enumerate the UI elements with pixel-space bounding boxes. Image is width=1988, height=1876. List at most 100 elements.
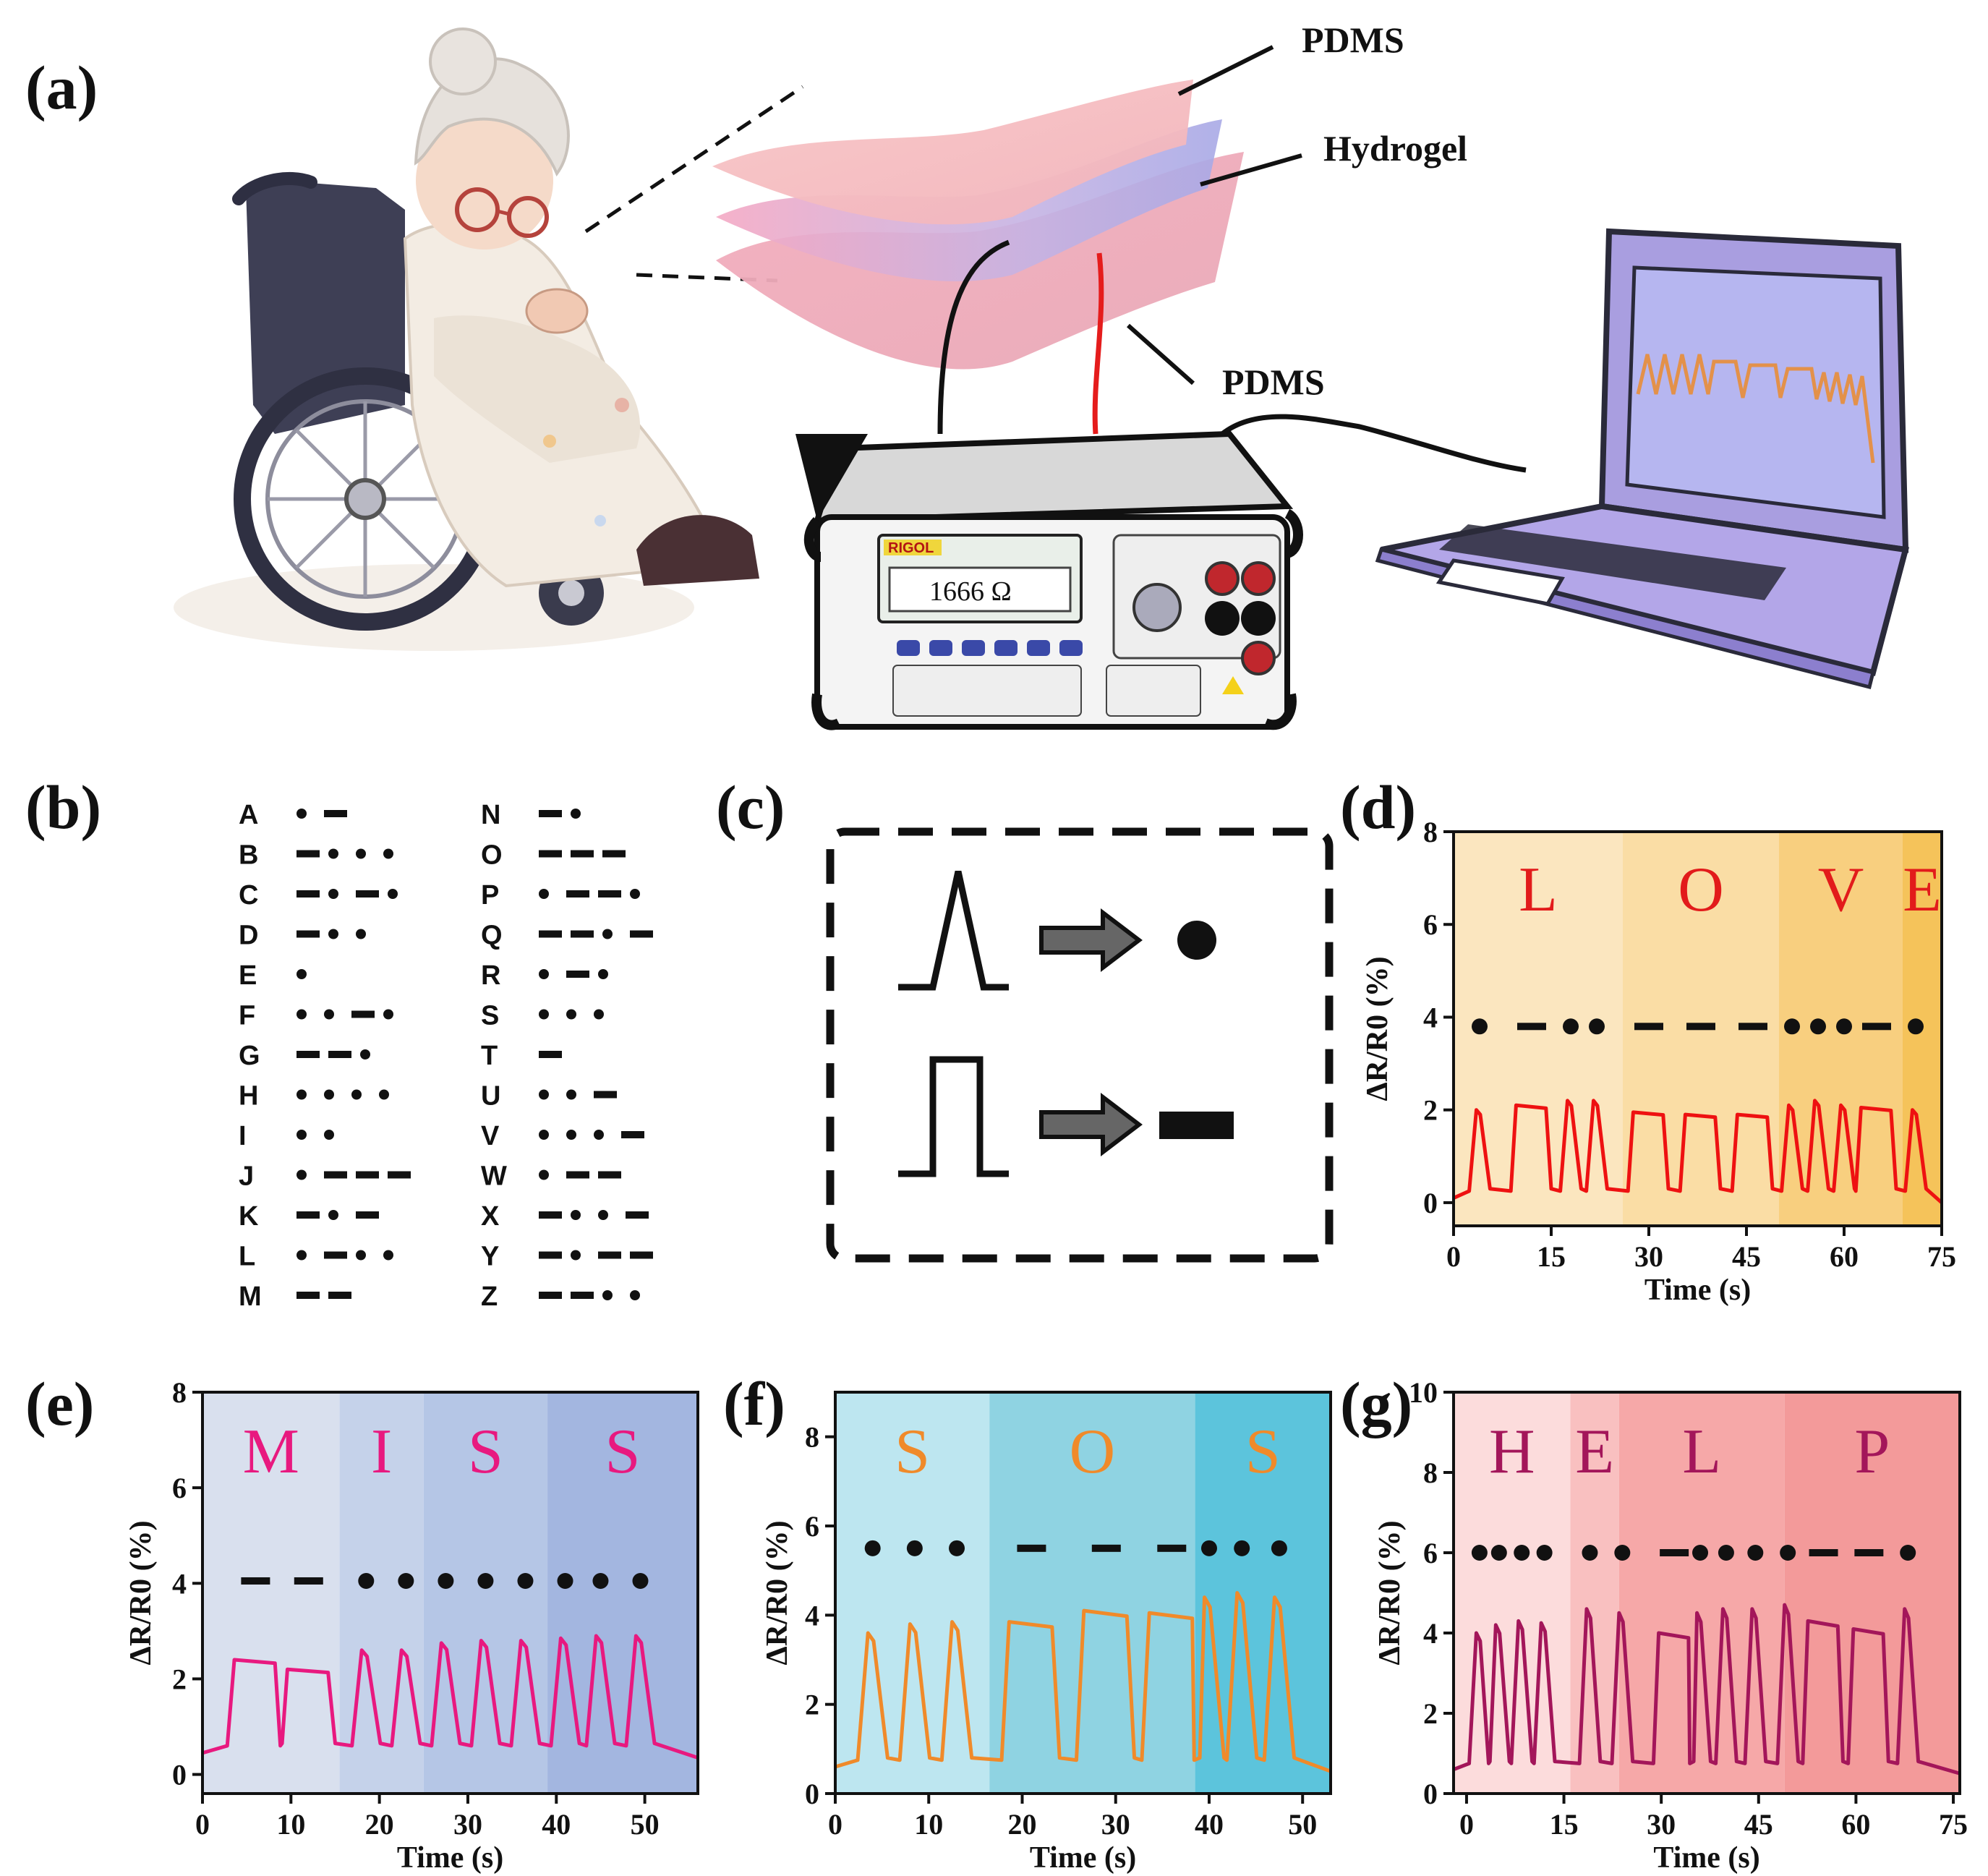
panel-label-g: (g) [1340, 1369, 1412, 1438]
morse-dot [517, 1572, 534, 1589]
morse-dot [328, 889, 338, 899]
morse-dash [621, 1131, 644, 1138]
morse-dot [864, 1540, 881, 1556]
morse-dash [297, 1292, 320, 1299]
x-tick-label: 0 [1459, 1808, 1474, 1841]
letter-background-band [1570, 1392, 1619, 1794]
morse-dash [1091, 1544, 1121, 1552]
morse-dot [1780, 1545, 1796, 1561]
square-pulse-icon [898, 1056, 1009, 1177]
morse-dash [356, 1211, 379, 1219]
morse-dash [297, 1051, 320, 1058]
chart-letter: S [605, 1417, 641, 1487]
morse-dot [594, 1009, 604, 1020]
morse-dot [360, 1049, 370, 1059]
morse-dash [1739, 1023, 1767, 1031]
chart-letter: H [1489, 1417, 1535, 1487]
morse-dash [630, 1251, 653, 1259]
morse-dot [1908, 1018, 1924, 1035]
y-tick-label: 8 [805, 1421, 819, 1454]
morse-dash [1862, 1023, 1891, 1031]
morse-dot [594, 1130, 604, 1140]
y-tick-label: 4 [1423, 1001, 1438, 1033]
signal-line [1453, 1603, 1961, 1775]
morse-dot [388, 889, 398, 899]
morse-dot [539, 1169, 549, 1180]
chart-letter: S [468, 1417, 503, 1487]
y-tick-label: 0 [805, 1778, 819, 1810]
morse-dot [1490, 1545, 1507, 1561]
morse-dash [356, 1171, 379, 1179]
morse-dot [949, 1540, 965, 1556]
morse-dot [356, 929, 366, 939]
morse-dot [477, 1572, 494, 1589]
y-tick-label: 2 [805, 1689, 819, 1721]
morse-dot [438, 1572, 454, 1589]
panel-label-d: (d) [1340, 772, 1416, 842]
laptop-illustration [1375, 228, 1910, 690]
morse-dash [571, 1292, 594, 1299]
morse-letter: M [239, 1282, 262, 1312]
x-tick-label: 30 [1101, 1808, 1130, 1841]
x-tick-label: 0 [828, 1808, 842, 1841]
multimeter-keypad [892, 665, 1201, 717]
morse-letter: L [239, 1242, 255, 1272]
morse-letter: Q [481, 921, 503, 951]
morse-letter: K [239, 1201, 259, 1232]
morse-letter: F [239, 1001, 255, 1031]
morse-dot [398, 1572, 414, 1589]
x-tick-label: 45 [1744, 1808, 1773, 1841]
morse-letter: S [481, 1001, 499, 1031]
morse-dash [388, 1171, 411, 1179]
morse-dash [351, 1010, 375, 1018]
y-tick-label: 8 [1423, 1457, 1438, 1489]
morse-dash [539, 1251, 562, 1259]
morse-dot [383, 1250, 393, 1261]
morse-dot [1536, 1545, 1553, 1561]
morse-dot [1836, 1018, 1852, 1035]
morse-dot [632, 1572, 649, 1589]
morse-dot [539, 1009, 549, 1020]
morse-dash [626, 1211, 649, 1219]
y-tick-label: 2 [172, 1663, 187, 1695]
morse-dash [297, 1211, 320, 1219]
x-tick-label: 60 [1830, 1240, 1859, 1273]
multimeter-blue-buttons [897, 640, 1083, 656]
peak-pulse-icon [898, 871, 1009, 991]
panel-label-a: (a) [25, 53, 98, 122]
x-tick-label: 15 [1550, 1808, 1579, 1841]
morse-dot [566, 1130, 576, 1140]
y-tick-label: 6 [172, 1472, 187, 1504]
morse-letter: Z [481, 1282, 498, 1312]
morse-dot [351, 1089, 362, 1100]
morse-dot [539, 1130, 549, 1140]
morse-dash [297, 930, 320, 938]
morse-dash [241, 1577, 270, 1585]
morse-letter: J [239, 1161, 254, 1192]
label-pdms-bottom: PDMS [1222, 362, 1325, 402]
chart-frame [201, 1391, 699, 1795]
morse-dash [598, 1251, 621, 1259]
y-tick-label: 8 [1423, 816, 1438, 848]
morse-dot [297, 1089, 307, 1100]
morse-letter: R [481, 960, 500, 991]
x-tick-label: 50 [631, 1808, 660, 1841]
morse-dash [297, 850, 320, 858]
morse-dot [1563, 1018, 1579, 1035]
morse-dash [297, 890, 320, 898]
morse-dot [592, 1572, 609, 1589]
x-tick-label: 40 [1195, 1808, 1224, 1841]
x-tick-label: 60 [1841, 1808, 1870, 1841]
chart-letter: S [1245, 1417, 1281, 1487]
y-tick-label: 0 [1423, 1778, 1438, 1810]
letter-background-band [423, 1392, 548, 1794]
morse-letter: P [481, 880, 499, 911]
x-axis-label: Time (s) [1653, 1841, 1759, 1875]
y-tick-label: 2 [1423, 1697, 1438, 1730]
morse-letter: N [481, 800, 500, 830]
y-tick-label: 6 [1423, 1537, 1438, 1569]
morse-dot [1810, 1018, 1826, 1035]
morse-dot [358, 1572, 375, 1589]
